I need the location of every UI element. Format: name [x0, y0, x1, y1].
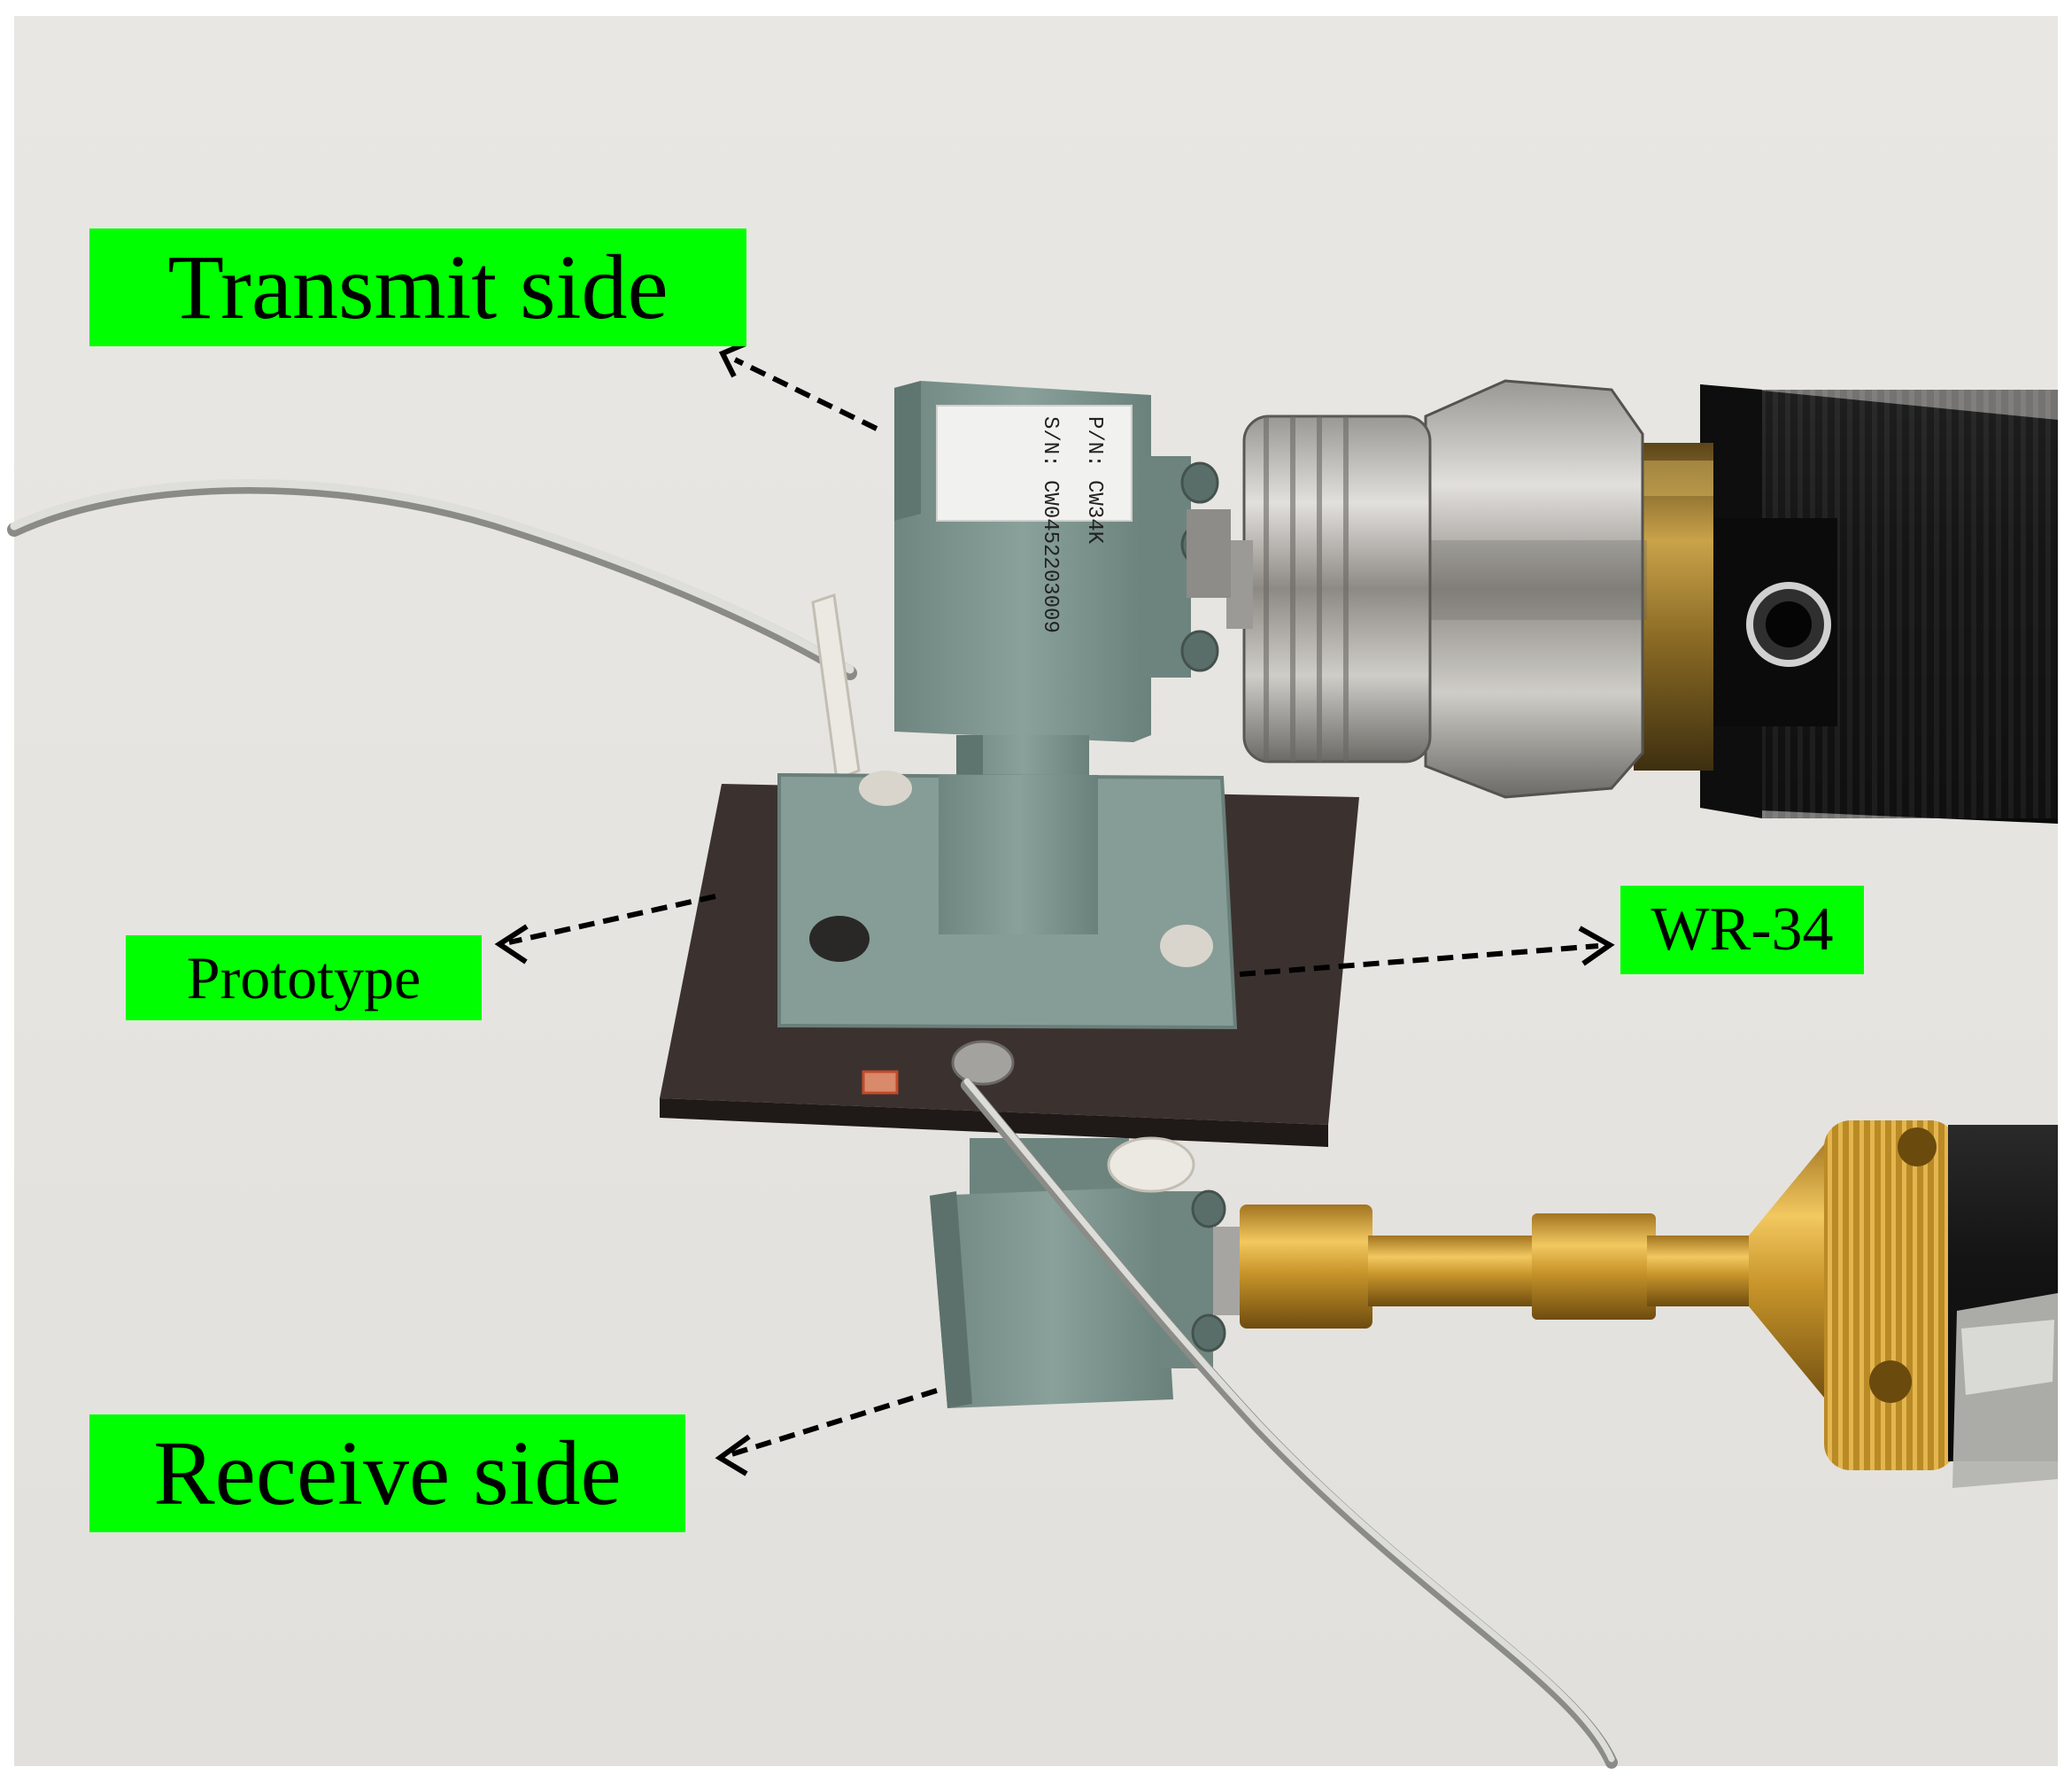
receive-side-text: Receive side	[153, 1422, 622, 1524]
arrow-transmit	[733, 357, 878, 431]
receive-side-label: Receive side	[89, 1414, 685, 1532]
wr34-label: WR-34	[1620, 886, 1864, 974]
prototype-label: Prototype	[126, 935, 482, 1020]
arrow-wr34	[1239, 943, 1599, 977]
prototype-text: Prototype	[186, 944, 421, 1011]
wr34-text: WR-34	[1651, 895, 1834, 964]
transmit-side-label: Transmit side	[89, 229, 746, 346]
waveguide-serial-number: S/N: CW0452203009	[1038, 416, 1062, 633]
arrow-receive	[731, 1388, 938, 1457]
arrow-prototype	[508, 894, 716, 945]
transmit-side-text: Transmit side	[167, 236, 669, 338]
waveguide-part-number: P/N: CW34K	[1082, 416, 1106, 545]
